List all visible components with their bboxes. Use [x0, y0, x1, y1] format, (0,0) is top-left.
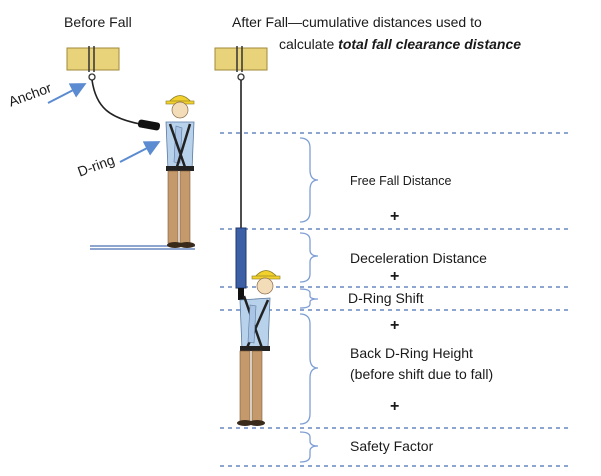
before-fall-scene	[47, 46, 195, 250]
plus-1: +	[390, 208, 400, 225]
before-fall-heading: Before Fall	[64, 14, 132, 30]
after-fall-heading-line2: calculate total fall clearance distance	[279, 36, 521, 52]
brace-free-fall	[299, 137, 319, 223]
back-dring-label-line2: (before shift due to fall)	[350, 366, 494, 382]
brace-back-dring	[299, 313, 319, 425]
plus-4: +	[390, 398, 400, 415]
brace-dring-shift	[299, 288, 319, 309]
brace-safety	[299, 431, 319, 463]
free-fall-label: Free Fall Distance	[350, 174, 452, 188]
anchor-beam-before	[66, 46, 120, 81]
anchor-beam-after	[214, 46, 268, 81]
braces	[299, 137, 319, 463]
deceleration-label: Deceleration Distance	[350, 250, 487, 266]
worker-after	[237, 270, 281, 426]
shock-pack-before	[137, 119, 161, 131]
level-lines	[220, 132, 572, 467]
after-fall-heading-emphasis: total fall clearance distance	[338, 36, 522, 52]
plus-3: +	[390, 317, 400, 334]
back-dring-label-line1: Back D-Ring Height	[350, 345, 473, 361]
dring-arrow	[119, 141, 161, 163]
anchor-arrow	[47, 83, 87, 104]
lanyard-before	[91, 79, 141, 125]
safety-factor-label: Safety Factor	[350, 438, 434, 454]
after-fall-heading-prefix: calculate	[279, 36, 339, 52]
shock-absorber-deployed	[235, 227, 247, 289]
brace-deceleration	[299, 232, 319, 283]
dring-shift-label: D-Ring Shift	[348, 290, 424, 306]
after-fall-scene	[214, 46, 281, 426]
worker-before	[165, 95, 195, 248]
plus-2: +	[390, 268, 400, 285]
after-fall-heading-line1: After Fall—cumulative distances used to	[232, 14, 482, 30]
